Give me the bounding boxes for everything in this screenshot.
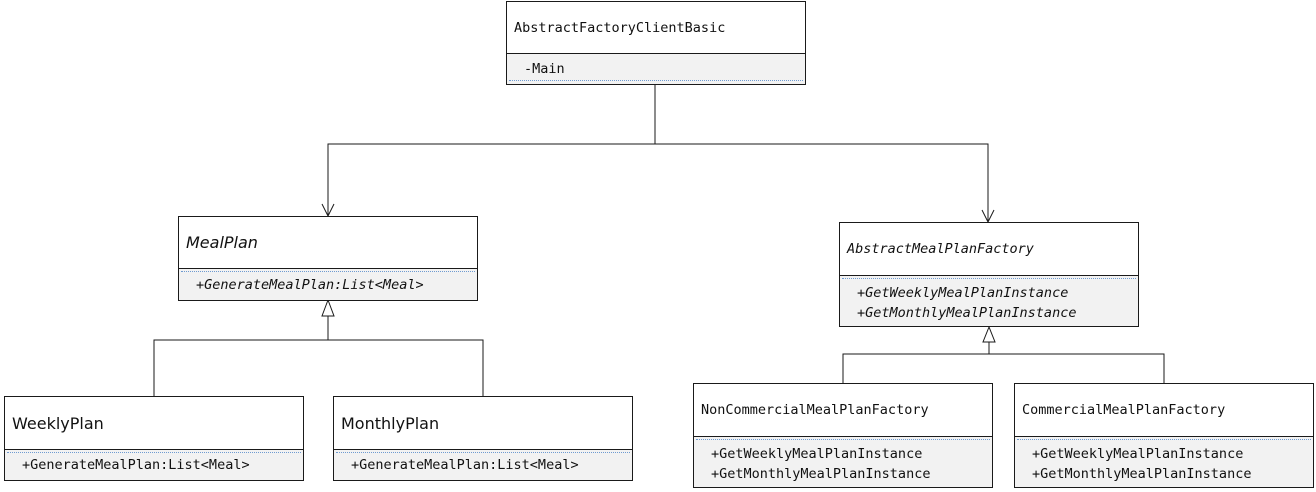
class-abstract-factory-client-basic[interactable]: AbstractFactoryClientBasic -Main bbox=[506, 1, 806, 85]
generalization-commercial-to-abstract-factory bbox=[989, 353, 1165, 383]
class-title: AbstractFactoryClientBasic bbox=[514, 19, 726, 36]
class-name: AbstractMealPlanFactory bbox=[840, 223, 1138, 276]
operation-main: -Main bbox=[524, 61, 565, 77]
operation-get-monthly-meal-plan-instance: +GetMonthlyMealPlanInstance bbox=[1032, 466, 1252, 482]
class-noncommercial-meal-plan-factory[interactable]: NonCommercialMealPlanFactory +GetWeeklyM… bbox=[693, 383, 993, 488]
operation-generate-meal-plan: +GenerateMealPlan:List<Meal> bbox=[351, 457, 579, 473]
operations-compartment: -Main bbox=[507, 54, 805, 84]
class-title: NonCommercialMealPlanFactory bbox=[701, 402, 929, 418]
class-commercial-meal-plan-factory[interactable]: CommercialMealPlanFactory +GetWeeklyMeal… bbox=[1014, 383, 1314, 488]
class-weeklyplan[interactable]: WeeklyPlan +GenerateMealPlan:List<Meal> bbox=[4, 396, 304, 481]
operations-compartment: +GetWeeklyMealPlanInstance +GetMonthlyMe… bbox=[694, 437, 992, 487]
class-monthlyplan[interactable]: MonthlyPlan +GenerateMealPlan:List<Meal> bbox=[333, 396, 633, 481]
class-name: MealPlan bbox=[179, 217, 477, 269]
operation-get-weekly-meal-plan-instance: +GetWeeklyMealPlanInstance bbox=[857, 285, 1069, 301]
association-client-to-mealplan bbox=[327, 85, 656, 216]
class-title: WeeklyPlan bbox=[12, 413, 104, 433]
class-name: CommercialMealPlanFactory bbox=[1015, 384, 1313, 437]
class-name: NonCommercialMealPlanFactory bbox=[694, 384, 992, 437]
operation-generate-meal-plan: +GenerateMealPlan:List<Meal> bbox=[196, 277, 424, 293]
operations-compartment: +GenerateMealPlan:List<Meal> bbox=[5, 450, 303, 480]
generalization-noncommercial-to-abstract-factory bbox=[842, 353, 989, 383]
operation-get-weekly-meal-plan-instance: +GetWeeklyMealPlanInstance bbox=[711, 446, 923, 462]
association-client-to-abstract-factory bbox=[655, 143, 989, 222]
operations-compartment: +GenerateMealPlan:List<Meal> bbox=[179, 269, 477, 300]
class-title: AbstractMealPlanFactory bbox=[847, 241, 1034, 257]
operation-get-monthly-meal-plan-instance: +GetMonthlyMealPlanInstance bbox=[857, 305, 1077, 321]
operation-generate-meal-plan: +GenerateMealPlan:List<Meal> bbox=[22, 457, 250, 473]
generalization-monthly-to-mealplan bbox=[328, 339, 484, 396]
class-title: MonthlyPlan bbox=[341, 413, 440, 433]
class-name: AbstractFactoryClientBasic bbox=[507, 2, 805, 54]
class-title: MealPlan bbox=[186, 233, 258, 252]
class-abstract-meal-plan-factory[interactable]: AbstractMealPlanFactory +GetWeeklyMealPl… bbox=[839, 222, 1139, 327]
operation-get-monthly-meal-plan-instance: +GetMonthlyMealPlanInstance bbox=[711, 466, 931, 482]
operation-get-weekly-meal-plan-instance: +GetWeeklyMealPlanInstance bbox=[1032, 446, 1244, 462]
generalization-triangle-mealplan bbox=[321, 298, 335, 317]
class-title: CommercialMealPlanFactory bbox=[1022, 402, 1226, 418]
class-name: WeeklyPlan bbox=[5, 397, 303, 450]
operations-compartment: +GetWeeklyMealPlanInstance +GetMonthlyMe… bbox=[840, 276, 1138, 326]
class-mealplan[interactable]: MealPlan +GenerateMealPlan:List<Meal> bbox=[178, 216, 478, 301]
generalization-triangle-abstract-factory bbox=[982, 325, 996, 343]
operations-compartment: +GenerateMealPlan:List<Meal> bbox=[334, 450, 632, 480]
class-name: MonthlyPlan bbox=[334, 397, 632, 450]
operations-compartment: +GetWeeklyMealPlanInstance +GetMonthlyMe… bbox=[1015, 437, 1313, 487]
generalization-weekly-to-mealplan bbox=[153, 339, 328, 396]
